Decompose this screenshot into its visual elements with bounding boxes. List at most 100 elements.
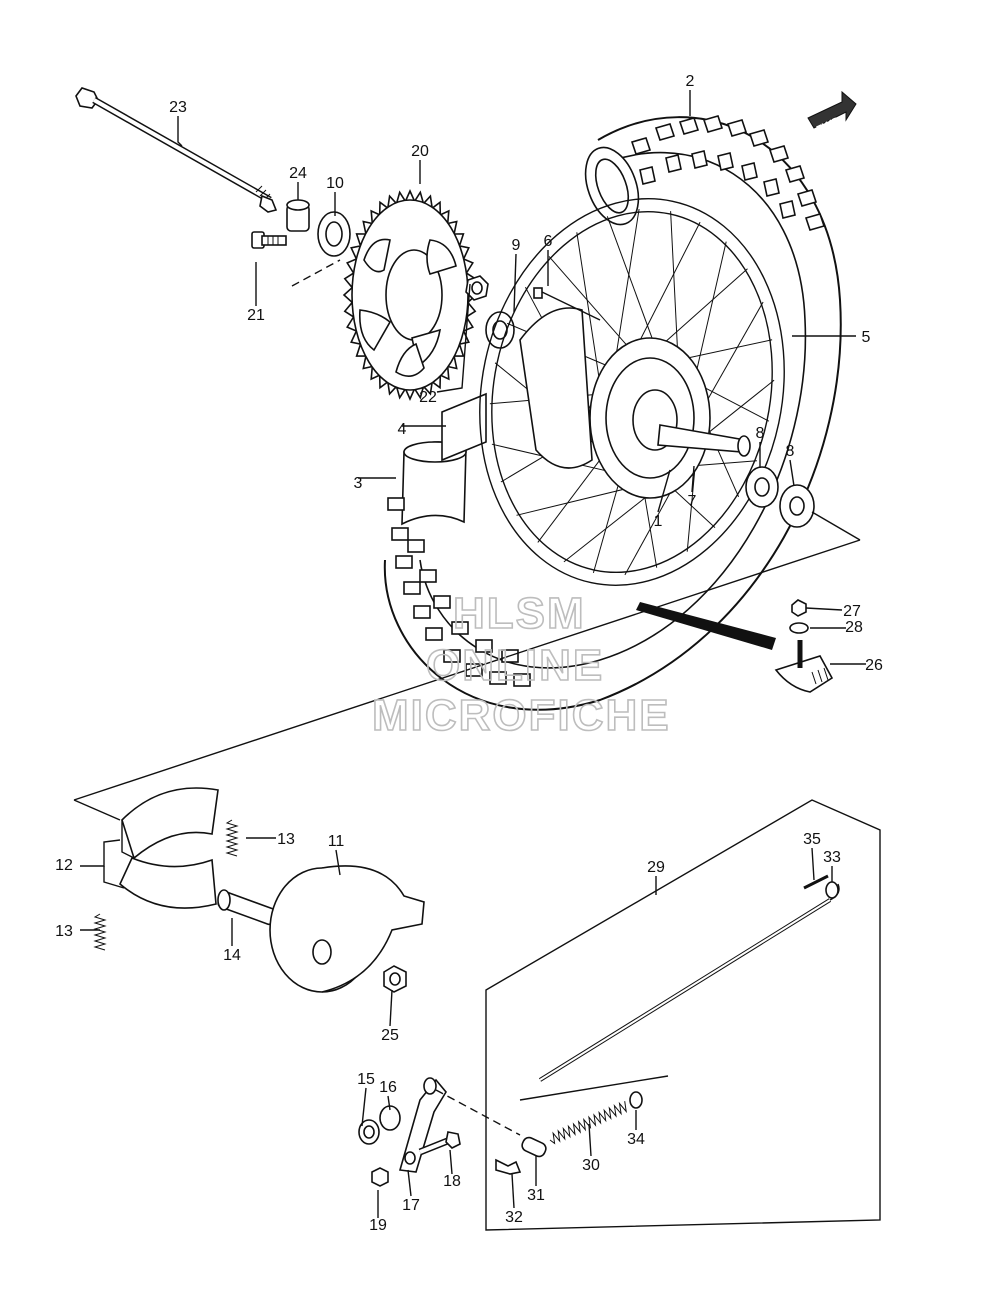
callout-c30: 30 — [582, 1157, 600, 1174]
callout-c6: 6 — [544, 233, 553, 250]
brake-adjust-nut-part — [495, 1158, 522, 1175]
spoke — [692, 241, 727, 386]
collar-part — [286, 199, 310, 232]
brake-spring-lower-part — [93, 913, 107, 951]
watermark-line-2: ONLINE — [426, 641, 604, 690]
callout-c18: 18 — [443, 1173, 461, 1190]
leader-line — [407, 1169, 412, 1197]
brake-panel-part — [269, 865, 425, 993]
callout-c5: 5 — [862, 329, 871, 346]
spoke — [612, 209, 640, 374]
callout-c8a: 8 — [756, 425, 765, 442]
callout-c4: 4 — [398, 421, 407, 438]
brake-cam-part — [217, 889, 277, 926]
spoke — [670, 211, 679, 364]
lever-nut-part — [371, 1167, 389, 1187]
lever-bolt-part — [418, 1131, 461, 1156]
brake-shoe-upper-part — [121, 787, 219, 860]
leader-line — [691, 465, 695, 493]
leader-line — [387, 1095, 391, 1111]
forward-arrow-icon: FWD — [807, 90, 857, 136]
callout-c34: 34 — [627, 1131, 645, 1148]
callout-c3: 3 — [354, 475, 363, 492]
tread-block — [419, 569, 437, 583]
oil-seal-part — [317, 211, 351, 257]
watermark-line-3: MICROFICHE — [372, 691, 671, 740]
tread-block — [407, 539, 425, 553]
callout-c22: 22 — [419, 389, 437, 406]
leader-line — [657, 469, 671, 513]
callout-c25: 25 — [381, 1027, 399, 1044]
callout-c32: 32 — [505, 1209, 523, 1226]
hub-part — [519, 307, 751, 499]
tread-block — [425, 627, 443, 641]
leader-line — [789, 459, 795, 487]
callout-c15: 15 — [357, 1071, 375, 1088]
callout-c2: 2 — [686, 73, 695, 90]
leader-line — [103, 866, 125, 889]
leader-line — [80, 839, 121, 867]
callout-c19: 19 — [369, 1217, 387, 1234]
spoke-part — [533, 287, 601, 321]
rear-sprocket-part — [342, 189, 478, 401]
brake-panel-nut-part — [383, 965, 407, 993]
callout-c8b: 8 — [786, 443, 795, 460]
rod-washer-lower-part — [629, 1091, 643, 1109]
leader-line — [511, 1173, 515, 1209]
brake-shoe-lower-part — [119, 856, 217, 909]
tread-block — [489, 671, 507, 685]
rim-lock-nut-part — [791, 599, 807, 617]
leader-line — [389, 989, 393, 1027]
brake-rod-part — [538, 883, 840, 1082]
callout-c21: 21 — [247, 307, 265, 324]
bearing-part — [485, 311, 515, 349]
spoke — [537, 450, 608, 543]
axle-part — [75, 87, 278, 213]
brake-cam-lever-part — [398, 1077, 447, 1173]
callout-c26: 26 — [865, 657, 883, 674]
leader-line — [449, 1149, 453, 1175]
leader-line — [805, 607, 843, 611]
spoke — [699, 301, 764, 414]
leader-line — [361, 1087, 367, 1127]
o-ring-part — [358, 1119, 380, 1145]
leader-line — [513, 253, 517, 313]
tread-block — [387, 497, 405, 511]
tread-block — [413, 605, 431, 619]
brake-spring-upper-part — [225, 819, 239, 857]
callout-c29: 29 — [647, 859, 665, 876]
rim-band-part — [401, 441, 467, 526]
callout-c16: 16 — [379, 1079, 397, 1096]
callout-c35: 35 — [803, 831, 821, 848]
callout-c14: 14 — [223, 947, 241, 964]
callout-c23: 23 — [169, 99, 187, 116]
callout-c10: 10 — [326, 175, 344, 192]
leader-line — [436, 283, 471, 393]
spoke — [606, 216, 658, 353]
callout-c9: 9 — [512, 237, 521, 254]
spoke — [592, 472, 623, 574]
watermark: HLSM ONLINE MICROFICHE — [371, 588, 671, 741]
tread-block — [391, 527, 409, 541]
callout-c17: 17 — [402, 1197, 420, 1214]
sprocket-nut-part — [465, 275, 489, 301]
callout-c33: 33 — [823, 849, 841, 866]
callout-c7: 7 — [688, 493, 697, 510]
callout-c1: 1 — [654, 513, 663, 530]
sprocket-bolt-part — [251, 231, 287, 249]
spoke — [631, 221, 701, 357]
callout-c24: 24 — [289, 165, 307, 182]
brake-rod-spring-part — [549, 1101, 627, 1145]
cotter-pin-part — [803, 874, 829, 890]
leader-lines — [80, 90, 866, 1218]
wheel-bearing-left-part — [745, 466, 779, 508]
rim-lock-washer-part — [789, 622, 809, 634]
callout-c20: 20 — [411, 143, 429, 160]
leader-line — [335, 849, 341, 876]
tread-block — [403, 581, 421, 595]
wheel-bearing-right-part — [779, 484, 815, 528]
leader-line — [177, 116, 183, 147]
brake-rod-joint-part — [521, 1136, 547, 1158]
